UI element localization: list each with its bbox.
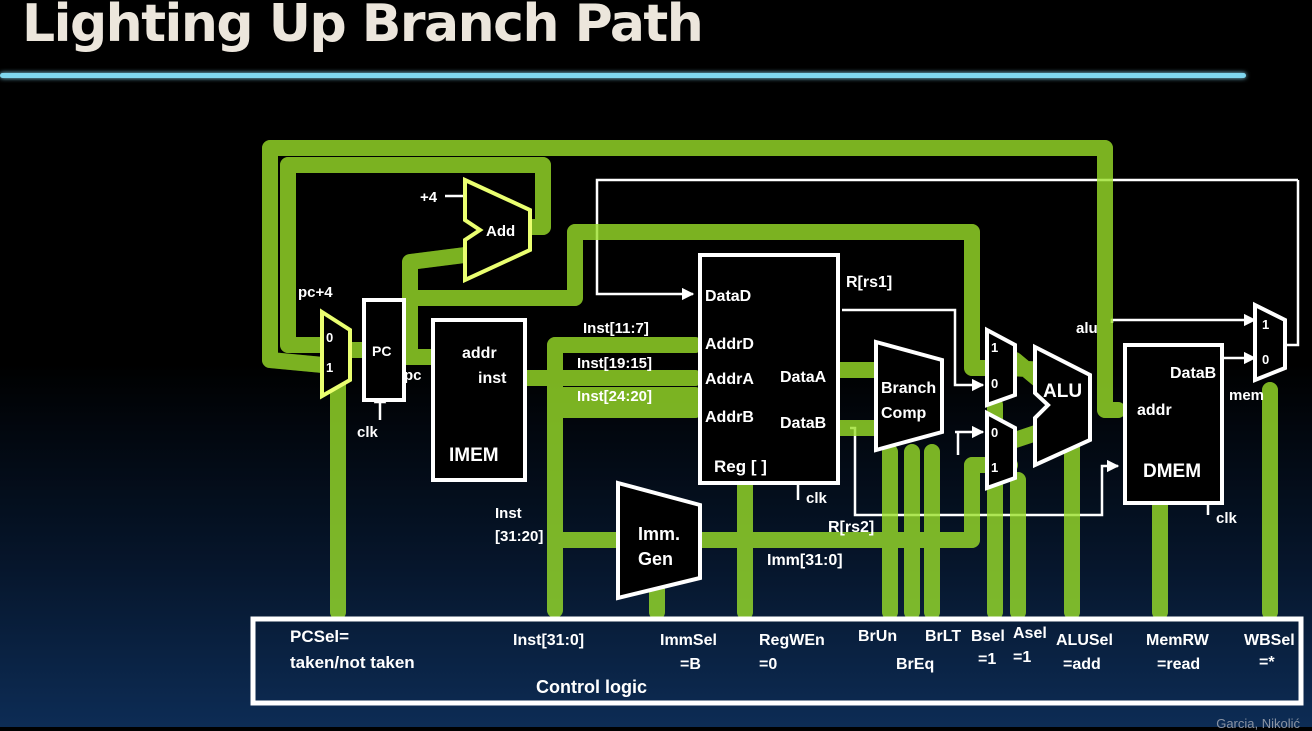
regwen-label-1: RegWEn: [759, 632, 825, 649]
b-mux: [985, 409, 1017, 491]
dmem-addr: addr: [1137, 402, 1172, 419]
pc-mux-in0: 0: [326, 330, 333, 345]
a-mux-in1: 1: [991, 340, 998, 355]
register-file: [698, 253, 840, 485]
regfile-addrb: AddrB: [705, 409, 754, 426]
dmem-name: DMEM: [1143, 461, 1201, 482]
pc-clk-label: clk: [357, 424, 379, 441]
slide-title: Lighting Up Branch Path: [22, 0, 704, 54]
inst-imm-label-1: Inst: [495, 505, 522, 522]
brun-label: BrUn: [858, 628, 897, 645]
alusel-label-2: =add: [1063, 656, 1101, 673]
imm-out-label: Imm[31:0]: [767, 552, 843, 569]
pc-mux-in1: 1: [326, 360, 333, 375]
asel-label-1: Asel: [1013, 625, 1047, 642]
inst-rd-label: Inst[11:7]: [583, 320, 649, 337]
wbsel-label-2: =*: [1259, 654, 1275, 671]
immgen-line2: Gen: [638, 549, 673, 569]
rs2-value-label: R[rs2]: [828, 519, 874, 536]
title-underline: [0, 73, 1246, 78]
a-mux-in0: 0: [991, 376, 998, 391]
control-logic-box: [250, 616, 1304, 706]
immsel-label-2: =B: [680, 656, 701, 673]
branch-comp-line2: Comp: [881, 405, 927, 422]
control-logic-label: Control logic: [536, 677, 647, 697]
inst-rs2-label: Inst[24:20]: [577, 388, 652, 405]
rs1-value-label: R[rs1]: [846, 274, 892, 291]
immsel-label-1: ImmSel: [660, 632, 717, 649]
breq-label: BrEq: [896, 656, 934, 673]
regfile-name: Reg [ ]: [714, 457, 767, 476]
imm-gen: [616, 480, 702, 601]
branch-comp-line1: Branch: [881, 380, 936, 397]
regfile-clk: clk: [806, 490, 828, 507]
regfile-addra: AddrA: [705, 371, 754, 388]
branch-comparator: [874, 339, 944, 453]
regfile-datab: DataB: [780, 415, 826, 432]
adder-label: Add: [486, 223, 515, 240]
regfile-dataa: DataA: [780, 369, 827, 386]
bsel-label-1: Bsel: [971, 628, 1005, 645]
pc-label: pc: [404, 367, 422, 384]
pc-plus4-label: pc+4: [298, 284, 333, 301]
pc-mux: [320, 308, 352, 400]
inst-rs1-label: Inst[19:15]: [577, 355, 652, 372]
imem-name: IMEM: [449, 445, 499, 466]
pc-adder: [463, 176, 532, 284]
wb-mux-in1: 1: [1262, 317, 1269, 332]
imem-block: [431, 318, 527, 482]
dmem-clk: clk: [1216, 510, 1238, 527]
memrw-label-2: =read: [1157, 656, 1200, 673]
b-mux-in0: 0: [991, 425, 998, 440]
pc-register: [362, 298, 406, 402]
wb-mux-in0: 0: [1262, 352, 1269, 367]
alu-label: ALU: [1043, 381, 1082, 402]
dmem-block: [1123, 343, 1224, 505]
alu-block: [1033, 343, 1092, 469]
imem-addr-label: addr: [462, 345, 497, 362]
bsel-label-2: =1: [978, 651, 996, 668]
imem-inst-label: inst: [478, 370, 507, 387]
pcsel-label-2: taken/not taken: [290, 653, 415, 672]
datapath-labels: +4 Add pc+4 0 1 PC pc clk addr inst IMEM…: [298, 189, 1269, 569]
slide-credit: Garcia, Nikolić: [1216, 716, 1300, 731]
regfile-datad: DataD: [705, 288, 751, 305]
control-labels: PCSel= taken/not taken Inst[31:0] ImmSel…: [290, 625, 1295, 697]
brlt-label: BrLT: [925, 628, 961, 645]
alu-out-label: alu: [1076, 320, 1098, 337]
a-mux: [985, 326, 1017, 408]
wb-mux: [1253, 301, 1287, 383]
memrw-label-1: MemRW: [1146, 632, 1210, 649]
regwen-label-2: =0: [759, 656, 777, 673]
pcsel-label-1: PCSel=: [290, 627, 349, 646]
plus4-label: +4: [420, 189, 438, 206]
asel-label-2: =1: [1013, 649, 1031, 666]
wb-mux-mem-label: mem: [1229, 387, 1264, 404]
regfile-addrd: AddrD: [705, 336, 754, 353]
active-branch-path: [262, 140, 1278, 620]
dmem-datab: DataB: [1170, 365, 1216, 382]
immgen-line1: Imm.: [638, 524, 680, 544]
b-mux-in1: 1: [991, 460, 998, 475]
wbsel-label-1: WBSel: [1244, 632, 1295, 649]
control-inst-label: Inst[31:0]: [513, 632, 584, 649]
alusel-label-1: ALUSel: [1056, 632, 1113, 649]
pc-register-label: PC: [372, 343, 391, 359]
inst-imm-label-2: [31:20]: [495, 528, 543, 545]
